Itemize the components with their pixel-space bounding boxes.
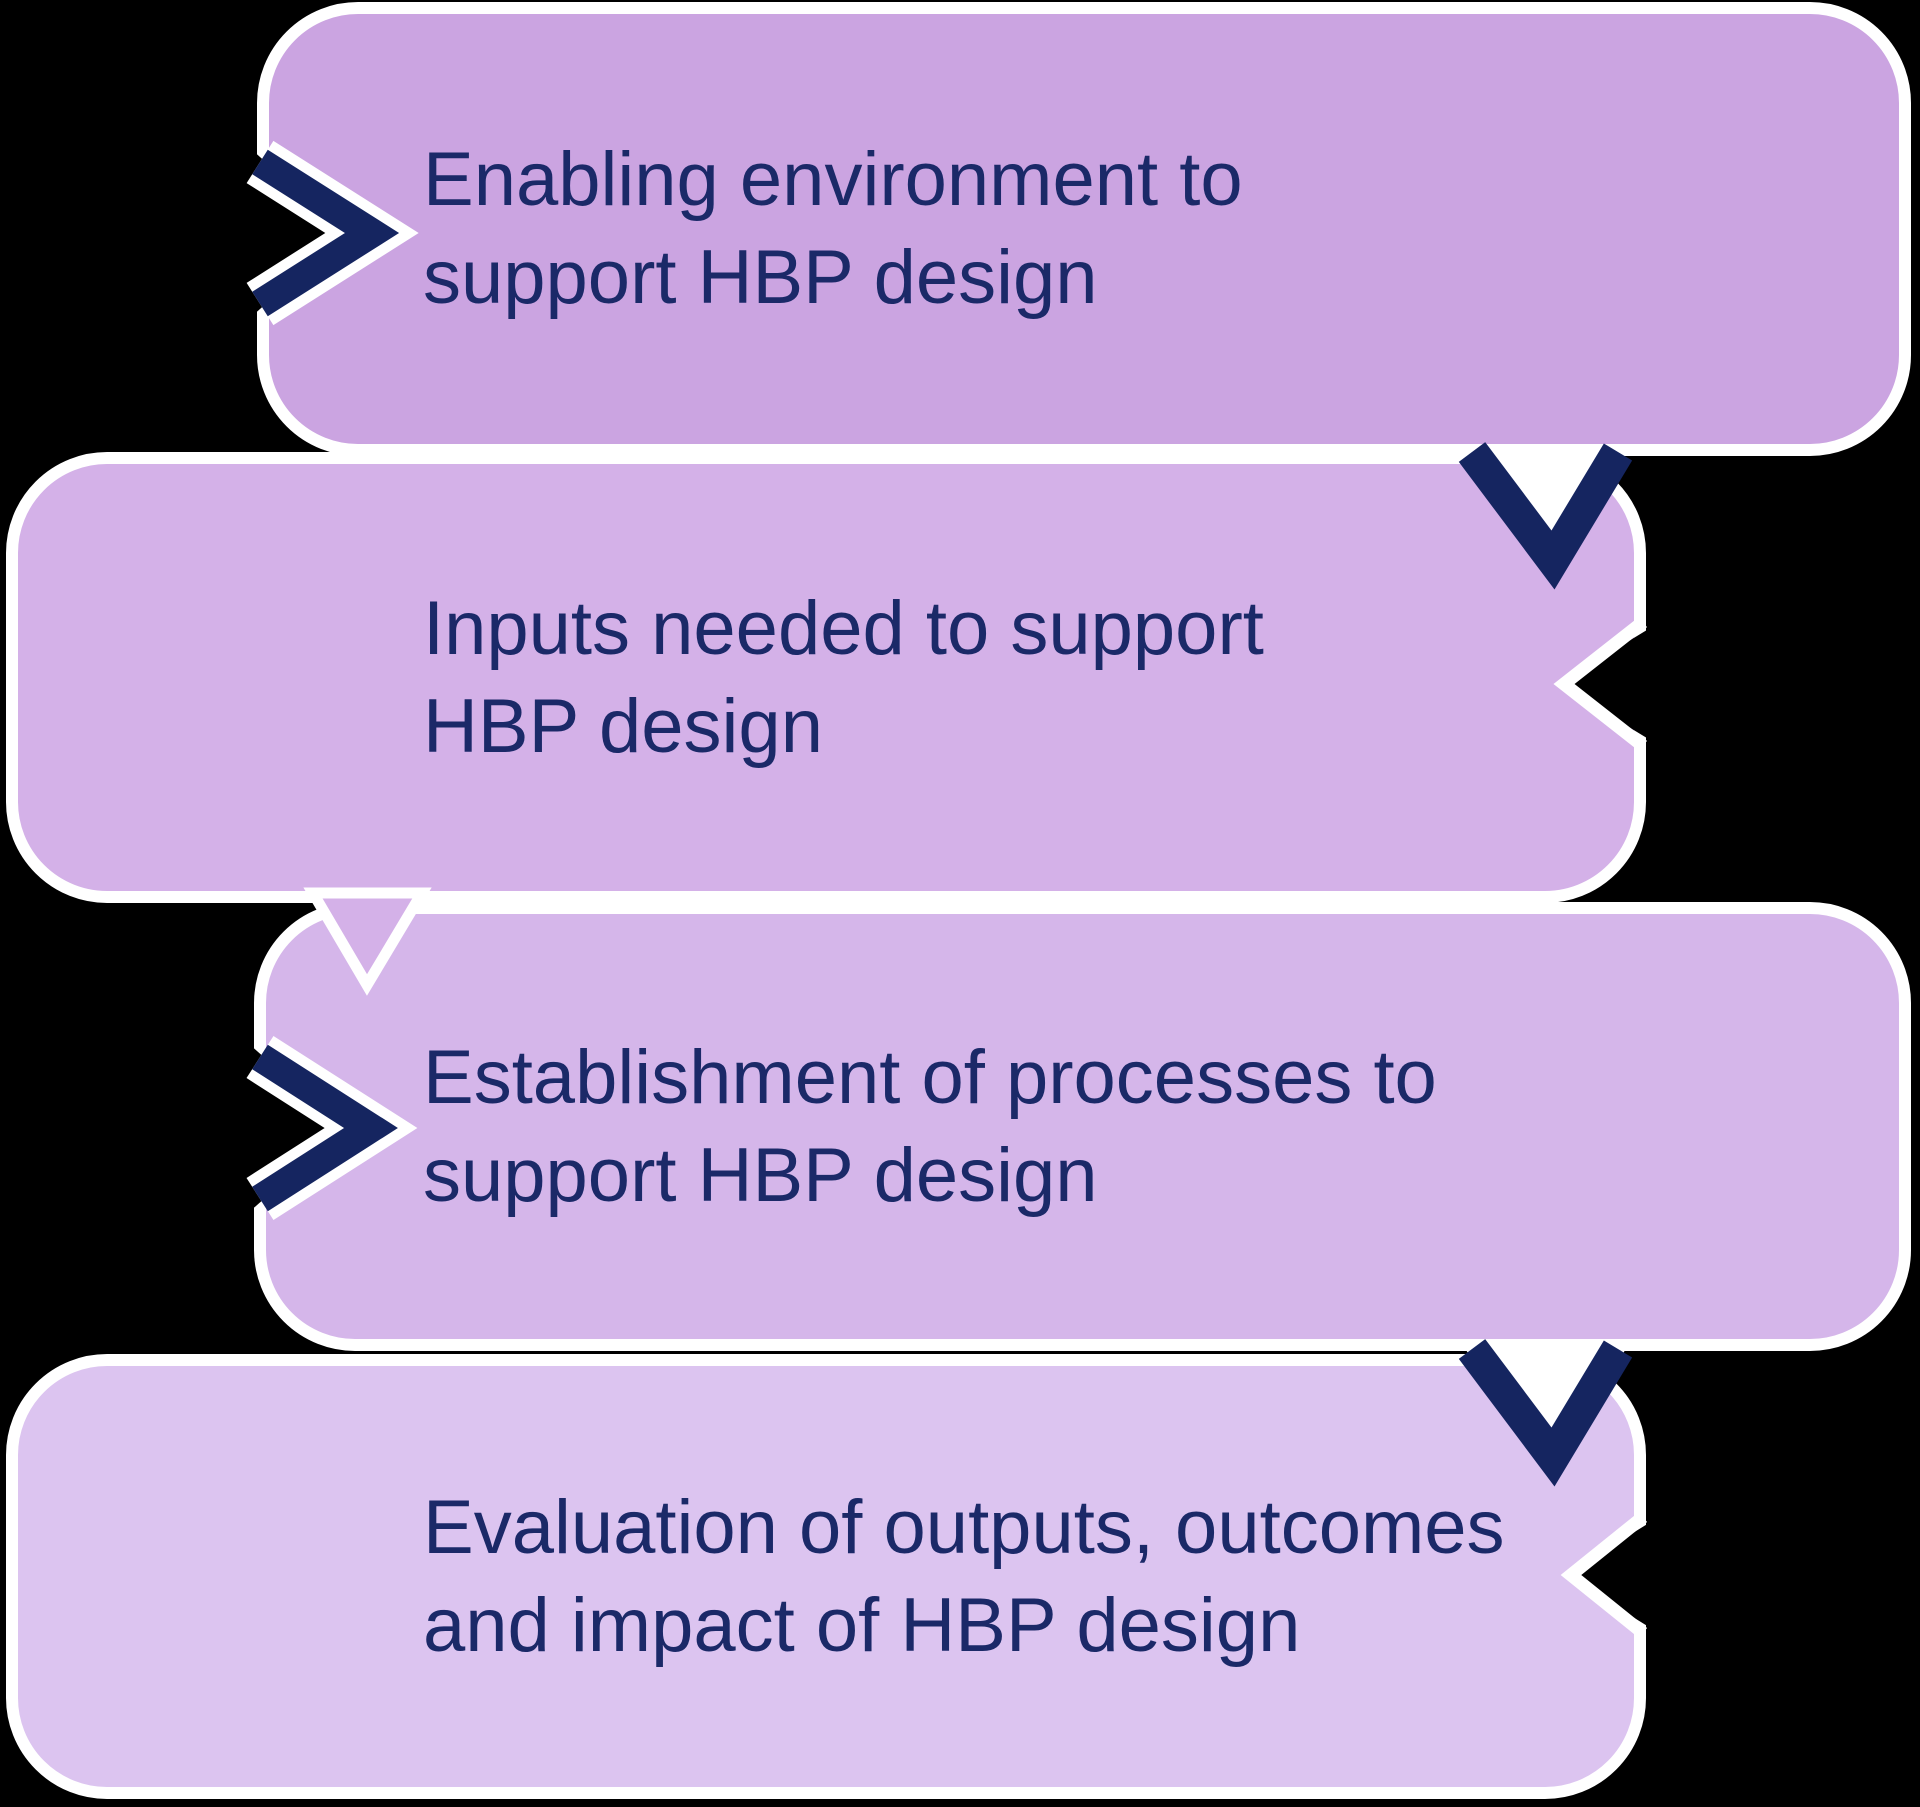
box2-right-notch [1558, 616, 1670, 752]
chevron-down-icon [1458, 442, 1633, 590]
box2-right-notch-border [1553, 616, 1648, 752]
chevron-down-stroke [1458, 442, 1633, 590]
box2-tail [303, 887, 432, 996]
chevron-right-icon [246, 1035, 418, 1221]
chevron-right-stroke [252, 1044, 398, 1212]
box-inputs [6, 452, 1646, 903]
box4-right-notch-border [1560, 1511, 1648, 1639]
box-evaluation [6, 1354, 1646, 1799]
chevron-down-stroke [1458, 1339, 1633, 1487]
chevron-right-icon [246, 140, 419, 326]
box-enabling-environment [257, 2, 1911, 456]
box4-right-notch [1565, 1510, 1670, 1640]
box-processes [254, 902, 1911, 1351]
chevron-right-stroke [252, 149, 400, 317]
chevron-down-icon [1458, 1339, 1633, 1487]
